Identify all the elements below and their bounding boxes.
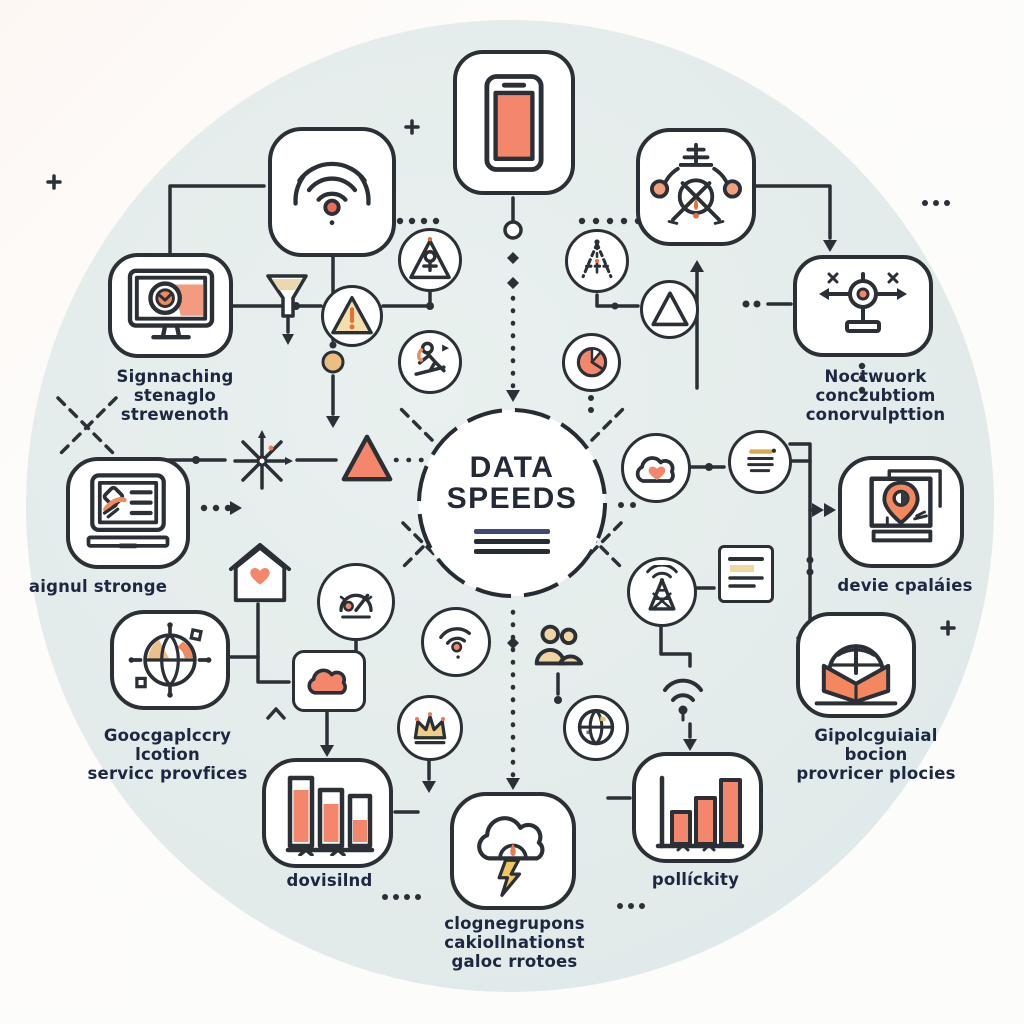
- label-line: Gipolcguiaial: [814, 726, 938, 745]
- running-figure-icon: [414, 341, 450, 376]
- label-line: servicc provfices: [87, 764, 248, 784]
- label-line: cakiollnationst: [444, 933, 585, 953]
- label-line: Signnaching: [116, 367, 234, 386]
- warning-triangle-icon: [331, 296, 373, 335]
- node-surveillance-antenna: [793, 255, 933, 357]
- label-cloud-interruptions: clognegrupons cakiollnationst galoc rrot…: [437, 914, 592, 971]
- center-title-line2: SPEEDS: [446, 482, 578, 515]
- node-radio-tower: [627, 557, 697, 627]
- node-triangle: [640, 280, 699, 339]
- node-map-pin-screen: [838, 456, 964, 568]
- wifi-dot-icon: [439, 627, 471, 659]
- person-in-triangle-icon: [409, 237, 451, 280]
- label-download: dovisilnd: [272, 871, 387, 890]
- node-smartphone: [453, 50, 575, 195]
- label-line: Noctwuork: [824, 367, 927, 386]
- storm-cloud-lightning-icon: [477, 816, 545, 897]
- node-bars-ascending: [632, 752, 763, 863]
- cloud-box-icon: [292, 650, 366, 712]
- document-lines-icon: [747, 448, 777, 473]
- small-wifi-icon: [655, 670, 711, 722]
- globe-icon: [577, 708, 615, 746]
- document-box-icon: [718, 545, 774, 603]
- center-title-line1: DATA: [469, 450, 555, 484]
- node-running-figure: [398, 330, 462, 394]
- label-line: clognegrupons: [444, 914, 585, 933]
- node-speedometer: [317, 563, 395, 641]
- dashed-antenna-icon: [581, 239, 613, 279]
- node-person-triangle: [398, 228, 462, 292]
- center-data-speeds: DATA SPEEDS: [419, 410, 605, 596]
- two-people-icon: [527, 616, 589, 676]
- triangle-icon: [650, 290, 689, 326]
- orange-triangle-icon: [340, 432, 394, 484]
- node-wifi-dot: [421, 607, 491, 677]
- speed-gauge-icon: [649, 142, 742, 225]
- label-line: Goocgaplccry: [103, 726, 232, 745]
- label-geographic-location: Goocgaplccry lcotion servicc provfices: [70, 726, 265, 783]
- node-warning: [321, 285, 383, 347]
- label-line: conczubtiom: [815, 386, 936, 406]
- label-line: conorvulpttion: [805, 405, 946, 425]
- map-pin-screen-icon: [869, 469, 942, 543]
- label-line: bocion: [844, 745, 908, 765]
- node-globe-compass: [110, 610, 230, 710]
- node-document-circle: [728, 430, 792, 494]
- label-line: provricer plocies: [796, 764, 956, 784]
- node-monitor-pie: [108, 253, 233, 358]
- label-line: galoc rrotoes: [451, 952, 578, 972]
- crown-icon: [413, 712, 447, 745]
- node-cloud-heart: [621, 433, 691, 503]
- node-storm-cloud: [450, 792, 576, 910]
- label-line: lcotion: [135, 745, 200, 765]
- center-title: DATA SPEEDS: [446, 450, 578, 515]
- label-device-capabilities: devie cpaláies: [830, 576, 980, 595]
- smartphone-icon: [484, 73, 544, 172]
- globe-open-book-icon: [814, 644, 898, 706]
- house-heart-icon: [228, 540, 292, 606]
- ascending-bar-chart-icon: [655, 775, 744, 851]
- label-line: devie cpaláies: [837, 576, 973, 595]
- radio-tower-icon: [646, 565, 678, 611]
- surveillance-antenna-icon: [819, 272, 907, 333]
- node-globe-book: [796, 612, 916, 718]
- compass-star-icon: [227, 426, 297, 496]
- laptop-document-icon: [86, 473, 170, 549]
- globe-compass-icon: [128, 622, 212, 698]
- node-crown: [397, 695, 463, 761]
- filled-pie-icon: [576, 346, 607, 377]
- label-line: stenaglo: [133, 386, 217, 406]
- label-network-consumption: Noctwuork conczubtiom conorvulpttion: [788, 367, 963, 424]
- node-pie: [562, 333, 621, 392]
- node-laptop-document: [66, 457, 190, 569]
- monitor-pie-chart-icon: [127, 268, 214, 339]
- label-signal-strange: aignul stronge: [18, 577, 178, 596]
- label-line: strewenoth: [120, 405, 230, 425]
- label-line: aignul stronge: [28, 577, 168, 596]
- node-dashed-antenna: [565, 229, 629, 293]
- node-globe-circle: [563, 695, 629, 761]
- center-rules: [474, 524, 550, 555]
- speedometer-icon: [339, 593, 373, 619]
- descending-bar-chart-icon: [285, 775, 374, 856]
- label-line: dovisilnd: [286, 871, 373, 890]
- label-policy: pollíckity: [638, 870, 753, 889]
- wifi-signal-icon: [293, 161, 371, 226]
- node-speed-gauge: [636, 128, 756, 246]
- node-wifi-signal: [268, 127, 396, 257]
- label-provider-policies: Gipolcguiaial bocion provricer plocies: [786, 726, 966, 783]
- label-line: pollíckity: [651, 870, 740, 889]
- cloud-heart-icon: [635, 456, 675, 483]
- label-signal-strength: Signnaching stenaglo strewenoth: [95, 367, 255, 424]
- node-bars-descending: [262, 758, 393, 868]
